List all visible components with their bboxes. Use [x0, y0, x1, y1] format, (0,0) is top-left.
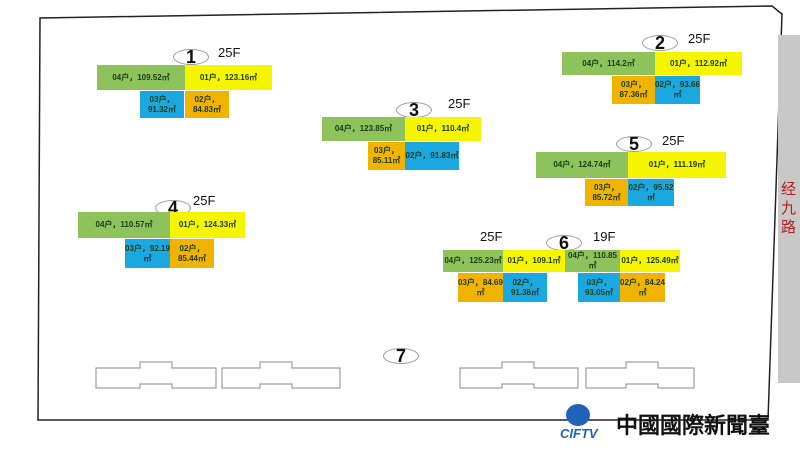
- building-6-unit: 01户，125.49㎡: [620, 250, 680, 272]
- road: [778, 35, 800, 383]
- building-3-floors: 25F: [448, 96, 471, 111]
- building-number-3: 3: [396, 101, 432, 119]
- building-2-floors: 25F: [688, 31, 711, 46]
- building-2-unit: 04户，114.2㎡: [562, 52, 655, 75]
- building-5-unit: 03户，85.72㎡: [585, 179, 628, 206]
- building-1-unit: 02户，84.83㎡: [185, 91, 229, 118]
- building-number-7: 7: [383, 347, 419, 365]
- building-5-floors: 25F: [662, 133, 685, 148]
- logo-globe-icon: [566, 404, 590, 426]
- building-6-unit: 02户，84.24㎡: [620, 273, 665, 302]
- building-6-unit: 01户，109.1㎡: [503, 250, 565, 272]
- building-2-unit: 01户，112.92㎡: [655, 52, 742, 75]
- building-6-floors: 25F: [480, 229, 503, 244]
- building-5-unit: 02户，95.52㎡: [628, 179, 674, 206]
- logo-abbr: CIFTV: [560, 426, 598, 441]
- building-2-unit: 03户，87.36㎡: [612, 76, 655, 104]
- building-3-unit: 01户，110.4㎡: [405, 117, 481, 141]
- building-3-unit: 03户，85.11㎡: [368, 142, 405, 170]
- logo-name: 中國國際新聞臺: [616, 414, 771, 439]
- building-6-unit: 02户，91.38㎡: [503, 273, 547, 302]
- building-5-unit: 01户，111.19㎡: [628, 152, 726, 178]
- building-number-1: 1: [173, 48, 209, 66]
- building-6-unit: 03户，84.69㎡: [458, 273, 503, 302]
- building-2-unit: 02户，93.66㎡: [655, 76, 700, 104]
- building-1-unit: 03户，91.32㎡: [140, 91, 184, 118]
- building-6-floors: 19F: [593, 229, 616, 244]
- building-number-6: 6: [546, 234, 582, 252]
- logo: CIFTV 中國國際新聞臺: [560, 402, 800, 450]
- building-5-unit: 04户，124.74㎡: [536, 152, 628, 178]
- building-number-2: 2: [642, 34, 678, 52]
- building-4-unit: 01户，124.33㎡: [170, 212, 245, 238]
- building-1-unit: 04户，109.52㎡: [97, 65, 185, 90]
- building-6-unit: 04户，110.85㎡: [565, 250, 620, 272]
- building-4-unit: 02户，85.44㎡: [170, 239, 214, 268]
- road-label: 经九路: [781, 180, 797, 236]
- building-1-floors: 25F: [218, 45, 241, 60]
- bottom-buildings: [95, 361, 695, 389]
- building-4-floors: 25F: [193, 193, 216, 208]
- building-6-unit: 03户，93.05㎡: [578, 273, 620, 302]
- building-3-unit: 04户，123.85㎡: [322, 117, 405, 141]
- building-number-5: 5: [616, 135, 652, 153]
- building-4-unit: 04户，110.57㎡: [78, 212, 170, 238]
- building-4-unit: 03户，92.19㎡: [125, 239, 170, 268]
- building-1-unit: 01户，123.16㎡: [185, 65, 272, 90]
- building-3-unit: 02户，91.83㎡: [405, 142, 459, 170]
- building-6-unit: 04户，125.23㎡: [443, 250, 503, 272]
